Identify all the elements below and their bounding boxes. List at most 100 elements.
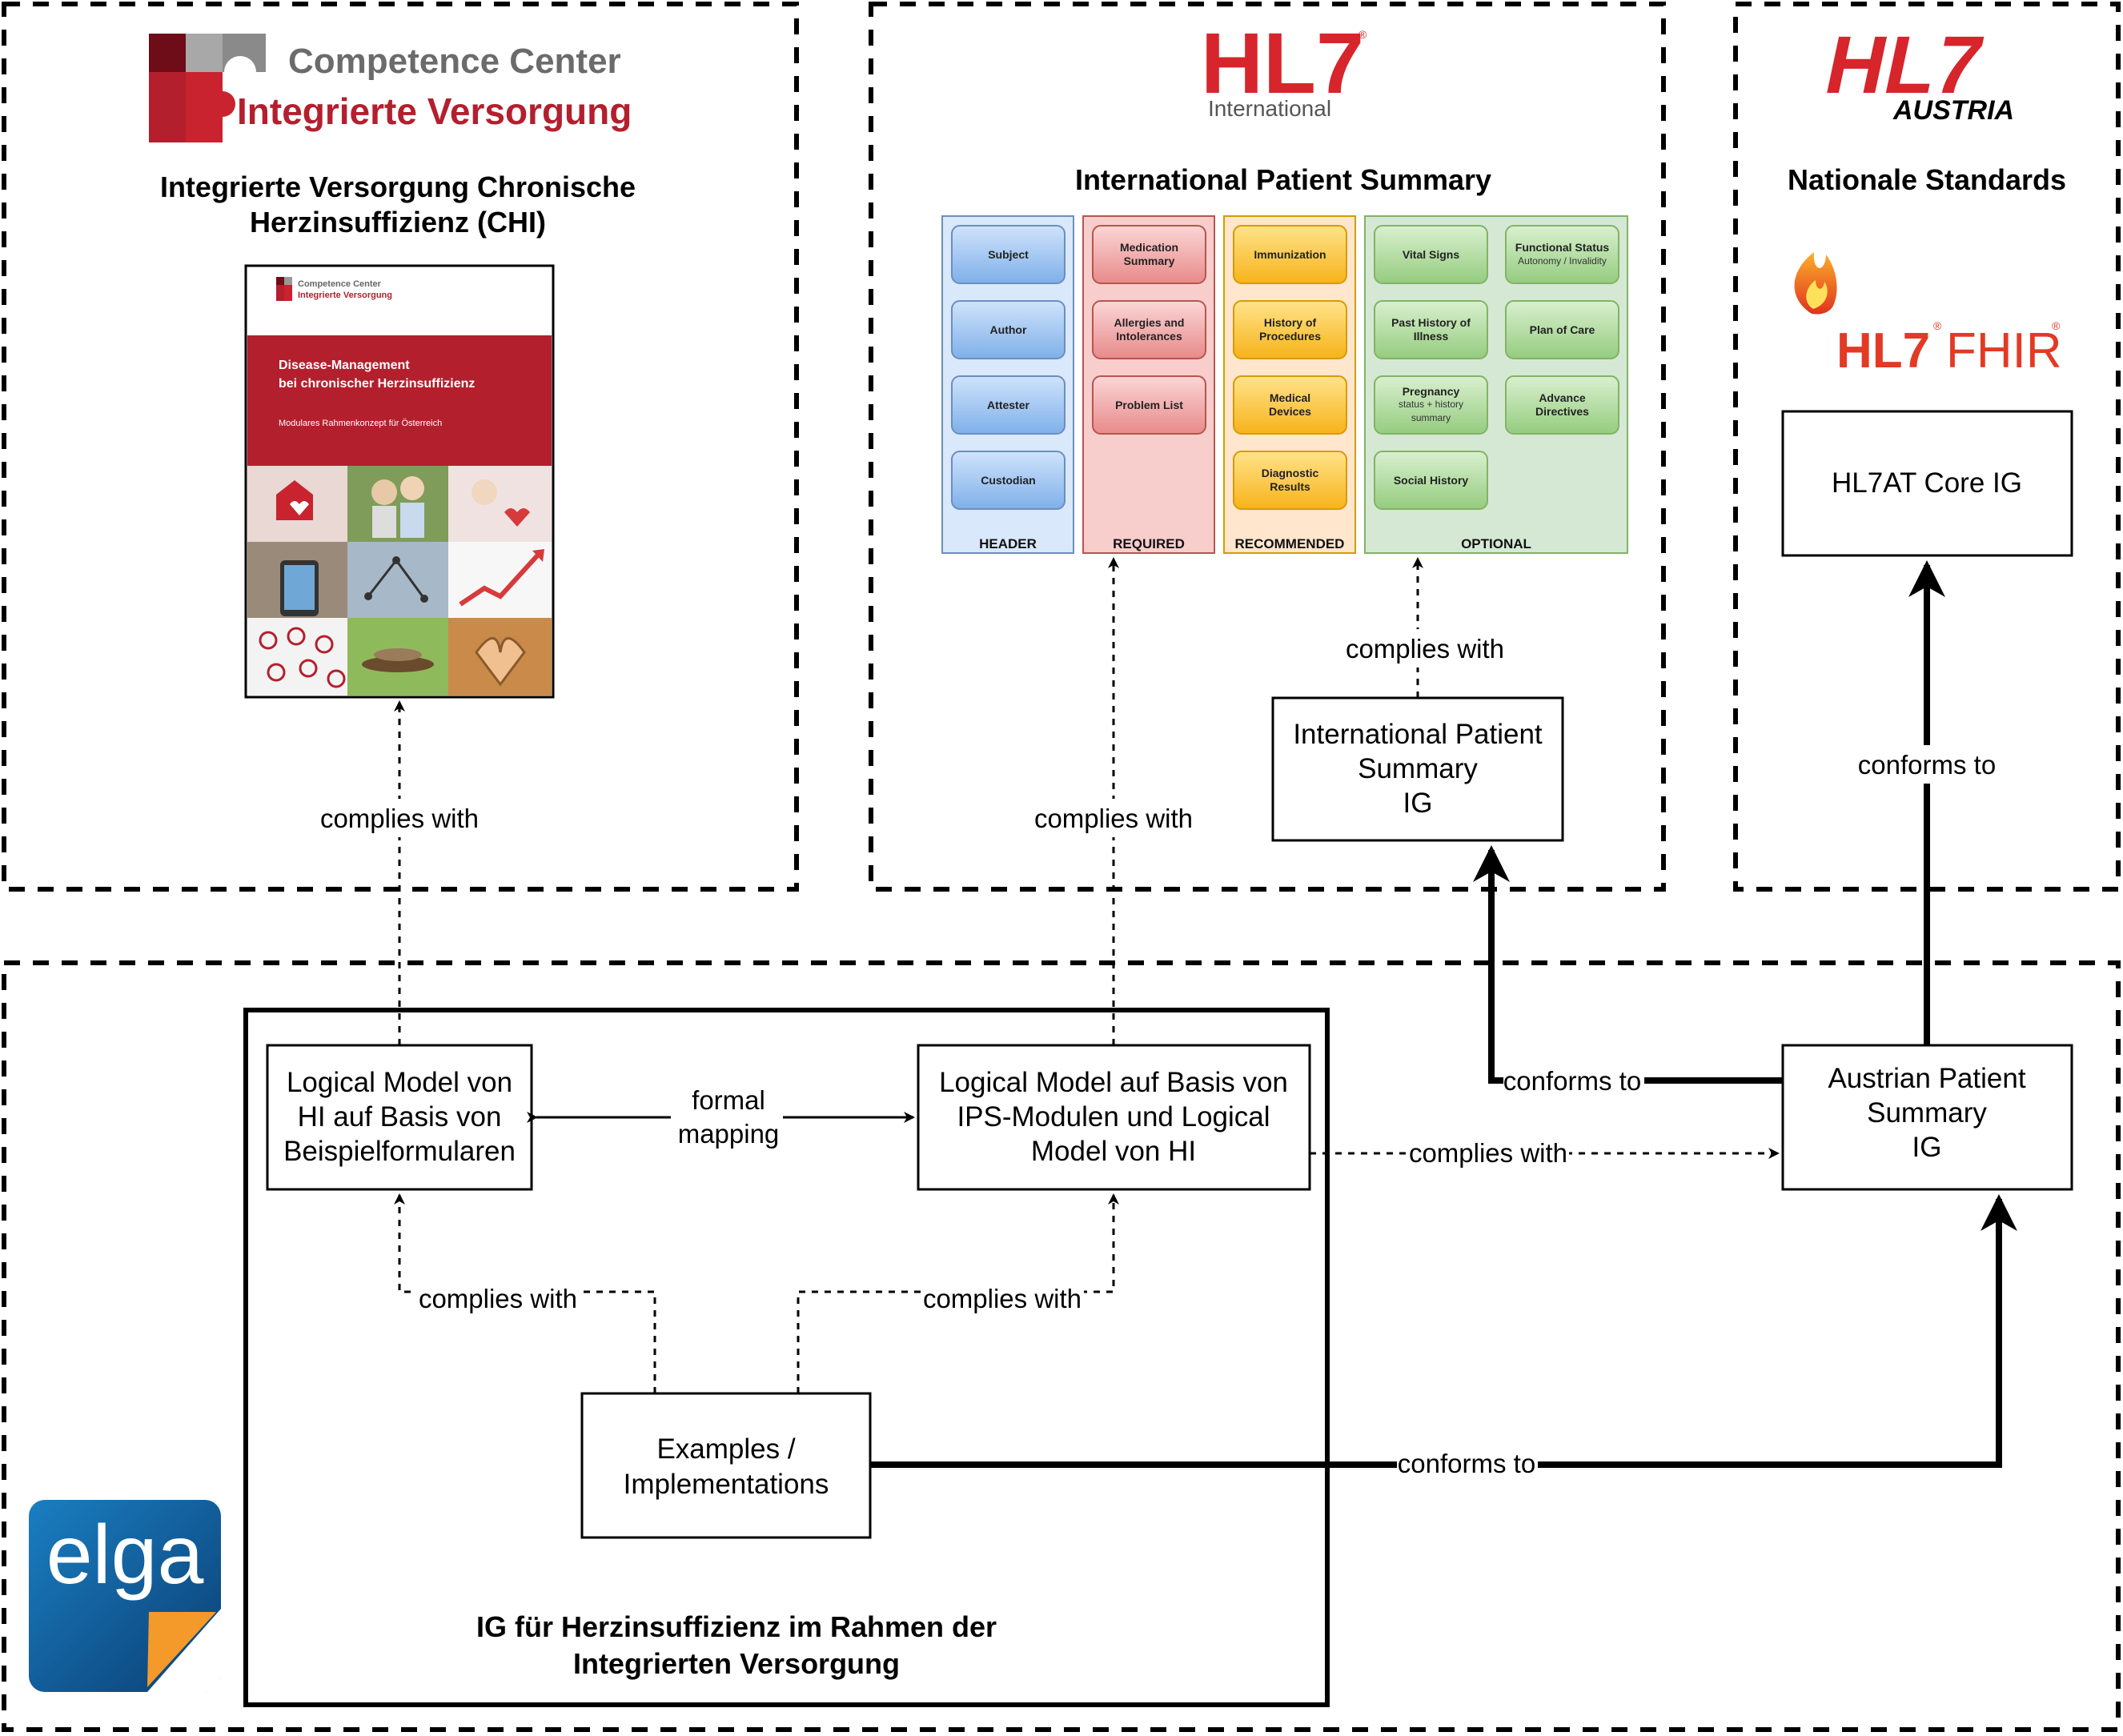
label-bg-chi [312, 799, 487, 837]
cover-heading-line1: Disease-Management [279, 359, 410, 372]
ips-card-allergies [1092, 300, 1206, 359]
ips-card-vital-signs [1374, 225, 1488, 284]
node-austrian-patient-summary-ig: Austrian Patient Summary IG [1781, 1044, 2073, 1191]
ips-card-medication-summary-l2: Summary [1124, 255, 1175, 267]
label-bg-ipsig [1503, 1061, 1644, 1100]
node-ips-ig-l1: International Patient [1293, 719, 1543, 750]
fhir-logo-reg2: ® [2052, 319, 2061, 332]
hl7-logo-main: HL7 [1201, 14, 1364, 111]
ips-card-advance-directives [1505, 375, 1619, 435]
cover-heading-line2: bei chronischer Herzinsuffizienz [279, 377, 475, 391]
fhir-flame-icon [1794, 252, 1837, 315]
node-hl7at-core-ig-label: HL7AT Core IG [1832, 467, 2022, 499]
label-conforms-ipsig: conforms to [1503, 1066, 1641, 1096]
label-complies-required: complies with [1034, 804, 1193, 833]
ips-card-medical-devices-l2: Devices [1269, 405, 1311, 418]
label-bg-hl7at [1849, 745, 2005, 784]
chi-brochure-cover: Competence Center Integrierte Versorgung… [244, 264, 555, 699]
ips-card-social-history [1374, 451, 1488, 510]
ips-card-diagnostic-results-l2: Results [1270, 480, 1310, 493]
label-bg-ex-austrian [1397, 1445, 1538, 1484]
label-complies-chi: complies with [320, 804, 479, 833]
node-austrian-ps-l2: Summary [1867, 1097, 1987, 1129]
elga-logo-text: elga [46, 1509, 204, 1602]
label-bg-ex-ips [921, 1273, 1084, 1311]
edge-examples-to-austrian-ps [870, 1194, 2017, 1468]
ips-card-author-label: Author [990, 323, 1027, 336]
hl7-austria-logo-main: HL7 [1818, 19, 1992, 110]
ips-card-diagnostic-results [1233, 451, 1347, 510]
ips-card-history-procedures-l2: Procedures [1259, 330, 1321, 343]
node-austrian-ps-l3: IG [1912, 1132, 1942, 1163]
ips-card-past-history-l1: Past History of [1391, 316, 1471, 329]
ips-card-custodian-label: Custodian [981, 474, 1035, 487]
ips-card-immunization [1233, 225, 1347, 284]
label-complies-optional: complies with [1346, 634, 1504, 664]
ips-card-vital-signs-label: Vital Signs [1403, 248, 1460, 261]
ips-card-medication-summary [1092, 225, 1206, 284]
ips-card-diagnostic-results-l1: Diagnostic [1262, 467, 1319, 479]
ips-column-optional-label: OPTIONAL [1461, 536, 1531, 551]
hl7-international-logo: HL7 ® International [1201, 14, 1367, 121]
ips-card-immunization-label: Immunization [1254, 248, 1326, 261]
fhir-logo-hl7: HL7 [1836, 323, 1930, 379]
label-conforms-ex-austrian: conforms to [1398, 1449, 1535, 1478]
node-logical-model-hi: Logical Model von HI auf Basis von Beisp… [266, 1044, 533, 1191]
ips-card-pregnancy-sub1: status + history [1399, 399, 1463, 410]
node-logical-model-ips-l1: Logical Model auf Basis von [939, 1067, 1288, 1098]
label-complies-austrian: complies with [1409, 1138, 1567, 1168]
label-formal-mapping-l2: mapping [678, 1119, 780, 1149]
node-logical-model-ips: Logical Model auf Basis von IPS-Modulen … [917, 1044, 1311, 1191]
ips-column-required-label: REQUIRED [1113, 536, 1185, 551]
ips-card-advance-directives-l2: Directives [1535, 405, 1589, 418]
node-hl7at-core-ig: HL7AT Core IG [1781, 410, 2073, 557]
ips-card-functional-status [1505, 225, 1619, 284]
competence-center-logo: Competence Center Integrierte Versorgung [149, 34, 632, 142]
ips-card-attester [951, 375, 1066, 435]
node-examples-implementations: Examples / Implementations [580, 1392, 872, 1539]
hl7-austria-logo: HL7 AUSTRIA [1818, 19, 2014, 126]
cc-logo-line2: Integrierte Versorgung [237, 90, 632, 132]
ips-card-advance-directives-l1: Advance [1539, 391, 1586, 404]
ips-card-history-procedures-l1: History of [1264, 316, 1317, 329]
ig-inner-box [243, 1008, 1330, 1707]
ips-card-allergies-l1: Allergies and [1114, 316, 1185, 329]
cover-subheading: Modulares Rahmenkonzept für Österreich [279, 419, 442, 428]
ips-card-medical-devices [1233, 375, 1347, 435]
node-logical-model-hi-l3: Beispielformularen [283, 1136, 516, 1167]
fhir-logo-reg: ® [1933, 319, 1942, 332]
label-bg-mapping [671, 1080, 783, 1154]
hl7-logo-sub: International [1208, 96, 1331, 121]
ips-card-plan-of-care-label: Plan of Care [1530, 323, 1595, 336]
cover-photo-grid [247, 466, 552, 696]
hl7-logo-reg: ® [1358, 28, 1367, 41]
ips-column-header-label: HEADER [979, 536, 1037, 551]
cc-logo-line1: Competence Center [288, 42, 621, 81]
cover-logo-line2: Integrierte Versorgung [298, 291, 392, 300]
node-ips-ig-l2: Summary [1358, 753, 1478, 784]
node-examples-l2: Implementations [624, 1469, 829, 1500]
ips-card-custodian [951, 451, 1066, 510]
ig-title-line1: IG für Herzinsuffizienz im Rahmen der [476, 1610, 997, 1643]
label-conforms-hl7at: conforms to [1858, 750, 1996, 780]
node-logical-model-hi-l2: HI auf Basis von [298, 1101, 502, 1133]
region-hl7-international [869, 2, 1666, 892]
ips-modules-diagram: Subject Author Attester Custodian Medica… [941, 215, 1628, 554]
node-ips-ig-l3: IG [1403, 788, 1433, 819]
node-logical-model-hi-l1: Logical Model von [287, 1067, 512, 1098]
ig-title-line2: Integrierten Versorgung [573, 1647, 900, 1680]
fhir-logo-fhir: FHIR [1946, 323, 2062, 379]
elga-logo: elga [29, 1500, 221, 1692]
ips-card-past-history [1374, 300, 1488, 359]
node-austrian-ps-l1: Austrian Patient [1828, 1063, 2025, 1094]
node-logical-model-ips-l3: Model von HI [1031, 1136, 1196, 1167]
label-bg-ex-hi [416, 1273, 580, 1311]
ips-card-past-history-l2: Illness [1414, 330, 1449, 343]
hl7-fhir-logo: HL7 ® FHIR ® [1794, 252, 2062, 379]
ips-card-functional-status-l1: Functional Status [1515, 241, 1610, 254]
ips-card-pregnancy-l1: Pregnancy [1403, 385, 1460, 398]
ips-card-subject [951, 225, 1066, 284]
ips-card-social-history-label: Social History [1394, 474, 1469, 487]
region-chi [2, 2, 799, 892]
